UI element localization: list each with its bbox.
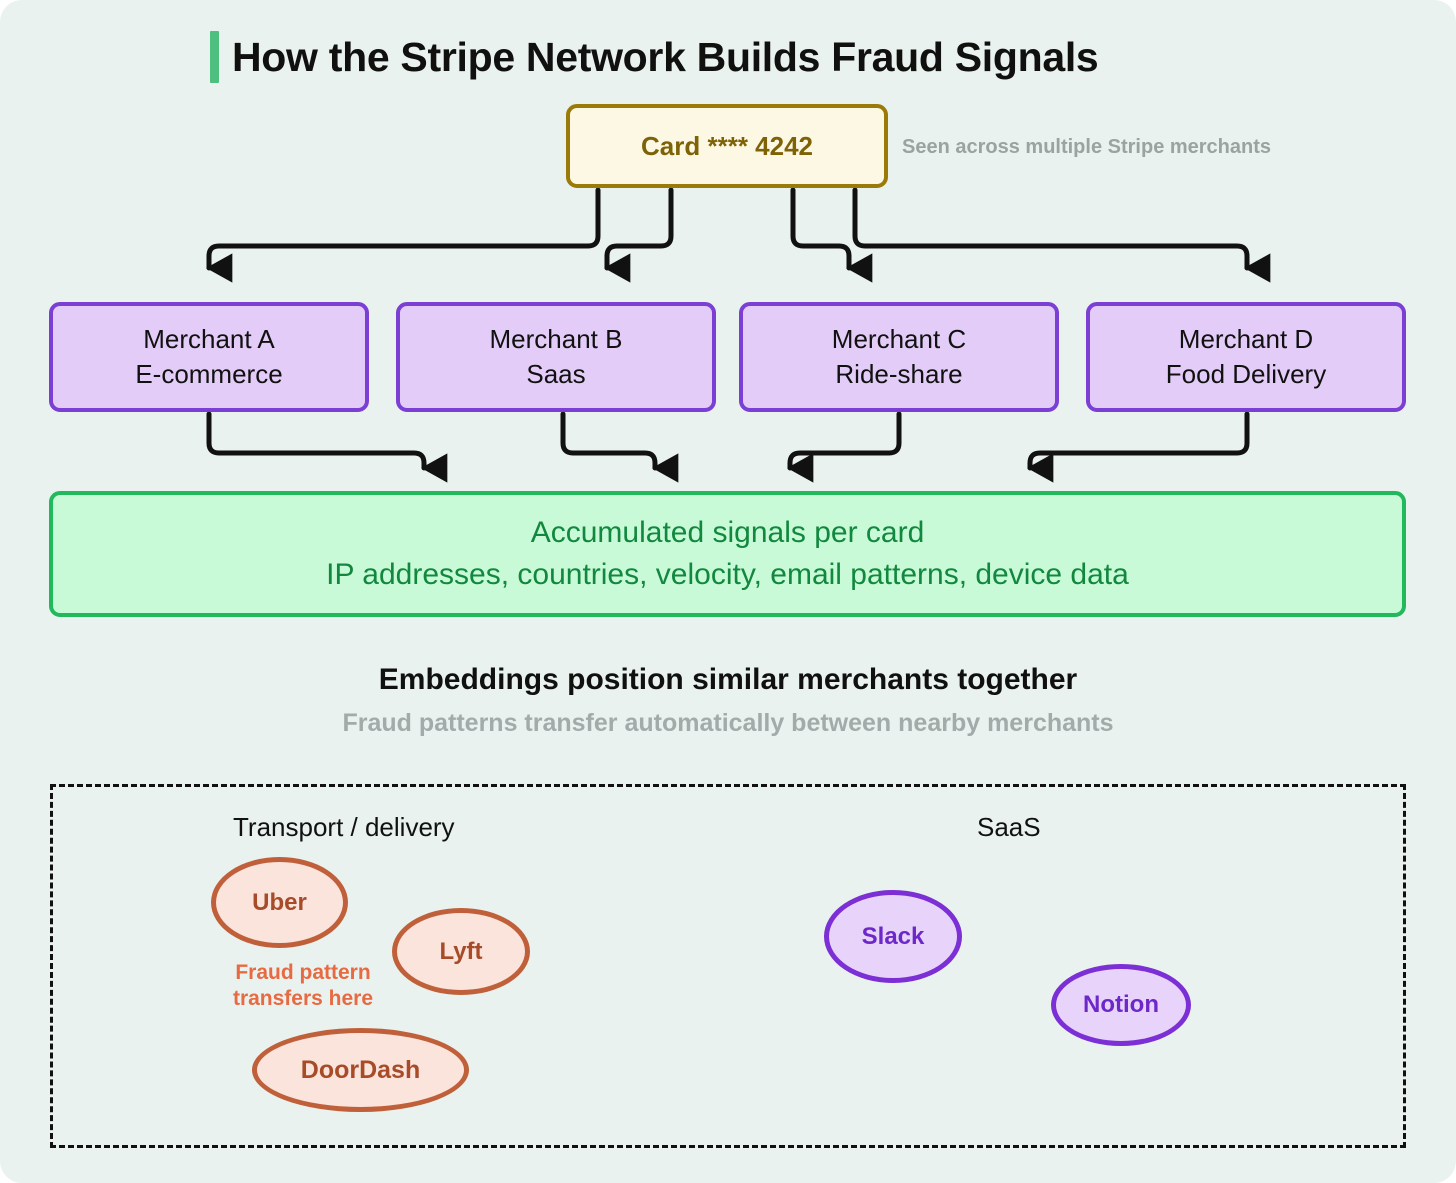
- embedding-space-container: [50, 784, 1406, 1148]
- card-node[interactable]: Card **** 4242: [566, 104, 888, 188]
- embeddings-heading: Embeddings position similar merchants to…: [378, 663, 1078, 696]
- cluster-label-transport: Transport / delivery: [233, 812, 455, 842]
- merchant-category: E-commerce: [135, 359, 283, 389]
- embedding-node-label: Uber: [252, 888, 307, 916]
- title-accent-bar: [210, 31, 219, 83]
- merchant-name: Merchant C: [831, 323, 967, 354]
- embedding-node-label: DoorDash: [300, 1055, 421, 1084]
- card-node-note: Seen across multiple Stripe merchants: [902, 136, 1272, 158]
- fraud-transfer-annotation: Fraud pattern transfers here: [214, 960, 392, 1011]
- merchant-name: Merchant B: [489, 323, 623, 354]
- merchant-node-b[interactable]: Merchant B Saas: [396, 302, 716, 412]
- accumulated-signals-node[interactable]: Accumulated signals per card IP addresse…: [49, 491, 1406, 617]
- merchant-name: Merchant A: [143, 323, 275, 354]
- merchant-node-a[interactable]: Merchant A E-commerce: [49, 302, 369, 412]
- title-text: How the Stripe Network Builds Fraud Sign…: [232, 33, 1099, 80]
- embedding-node-notion[interactable]: Notion: [1051, 964, 1191, 1046]
- page-title: How the Stripe Network Builds Fraud Sign…: [210, 24, 1099, 90]
- embedding-node-label: Notion: [1083, 991, 1159, 1018]
- merchant-category: Saas: [526, 359, 586, 389]
- fraud-transfer-line1: Fraud pattern: [235, 961, 371, 984]
- merchant-node-d[interactable]: Merchant D Food Delivery: [1086, 302, 1406, 412]
- merchant-node-c[interactable]: Merchant C Ride-share: [739, 302, 1059, 412]
- embedding-node-uber[interactable]: Uber: [211, 857, 348, 948]
- signals-title: Accumulated signals per card: [530, 516, 925, 549]
- embeddings-subheading: Fraud patterns transfer automatically be…: [342, 709, 1114, 737]
- embedding-node-slack[interactable]: Slack: [824, 890, 962, 983]
- embedding-node-label: Slack: [861, 922, 925, 950]
- embedding-node-label: Lyft: [439, 937, 483, 965]
- signals-detail: IP addresses, countries, velocity, email…: [326, 558, 1129, 591]
- merchant-category: Ride-share: [835, 359, 963, 389]
- fraud-transfer-line2: transfers here: [232, 986, 374, 1010]
- embedding-node-doordash[interactable]: DoorDash: [252, 1028, 469, 1112]
- cluster-label-saas: SaaS: [977, 812, 1041, 842]
- merchant-name: Merchant D: [1178, 323, 1314, 354]
- card-node-label: Card **** 4242: [641, 130, 813, 161]
- embedding-node-lyft[interactable]: Lyft: [392, 908, 530, 995]
- merchant-category: Food Delivery: [1165, 359, 1327, 389]
